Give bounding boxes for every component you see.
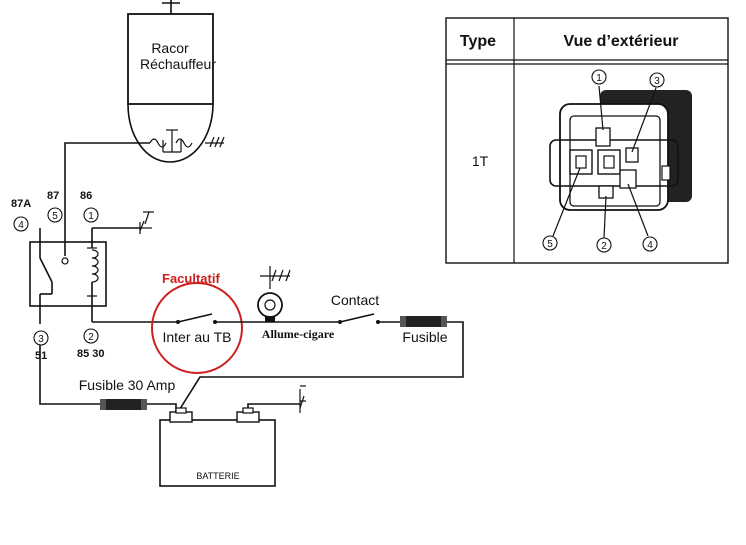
optional-marker [151, 282, 243, 374]
heater: Racor Réchauffeur [127, 0, 225, 163]
svg-text:2: 2 [88, 332, 94, 343]
relay-pin-3: 3 51 [33, 330, 49, 362]
optional-switch-label: Inter au TB [162, 329, 231, 345]
relay-pin-5: 87 5 [47, 190, 63, 223]
relay [29, 228, 107, 324]
view-pin-1: 1 [591, 69, 607, 85]
view-pin-3: 3 [649, 72, 665, 88]
view-pin-4: 4 [642, 236, 658, 252]
pin-label-87: 87 [47, 190, 59, 202]
svg-text:5: 5 [547, 239, 553, 250]
fuse30-label: Fusible 30 Amp [79, 377, 176, 393]
view-pin-5: 5 [542, 235, 558, 251]
relay-pin-2: 2 85 30 [77, 328, 105, 360]
ground-icon [139, 211, 154, 234]
svg-text:3: 3 [654, 76, 660, 87]
heater-element [149, 129, 193, 153]
ground-icon [299, 385, 306, 413]
pin-label-87a: 87A [11, 198, 31, 210]
battery: BATTERIE [159, 407, 276, 487]
svg-text:4: 4 [18, 220, 24, 231]
svg-text:2: 2 [601, 241, 607, 252]
heater-bowl [127, 103, 214, 163]
pin-label-85-30: 85 30 [77, 348, 105, 360]
view-pin-2: 2 [596, 237, 612, 253]
lighter-label: Allume-cigare [262, 327, 335, 341]
heater-label-line2: Réchauffeur [140, 56, 216, 72]
contact-switch: Contact [331, 292, 380, 324]
svg-text:5: 5 [52, 211, 58, 222]
optional-switch: Facultatif Inter au TB [151, 271, 243, 374]
battery-label: BATTERIE [196, 471, 239, 481]
fuse: Fusible [400, 316, 448, 345]
svg-text:4: 4 [647, 240, 653, 251]
relay-pin-4: 87A 4 [11, 198, 31, 232]
table-header-view: Vue d’extérieur [563, 33, 678, 50]
table-type-value: 1T [472, 153, 489, 169]
cigarette-lighter: Allume-cigare [257, 266, 335, 341]
relay-pin-1: 86 1 [80, 190, 99, 223]
fuse-label: Fusible [402, 329, 447, 345]
contact-label: Contact [331, 292, 379, 308]
ground-icon [205, 136, 225, 148]
table-header-type: Type [460, 33, 496, 50]
heater-body [127, 13, 214, 105]
fuse-30-amp: Fusible 30 Amp [79, 377, 176, 410]
svg-text:1: 1 [596, 73, 602, 84]
pin-label-51: 51 [35, 350, 47, 362]
battery-body [159, 419, 276, 487]
relay-exterior-view [549, 85, 692, 239]
heater-label-line1: Racor [151, 40, 189, 56]
svg-text:1: 1 [88, 211, 94, 222]
optional-label: Facultatif [162, 271, 220, 286]
relay-type-table: Type Vue d’extérieur 1T [445, 17, 729, 264]
pin-label-86: 86 [80, 190, 92, 202]
svg-text:3: 3 [38, 334, 44, 345]
